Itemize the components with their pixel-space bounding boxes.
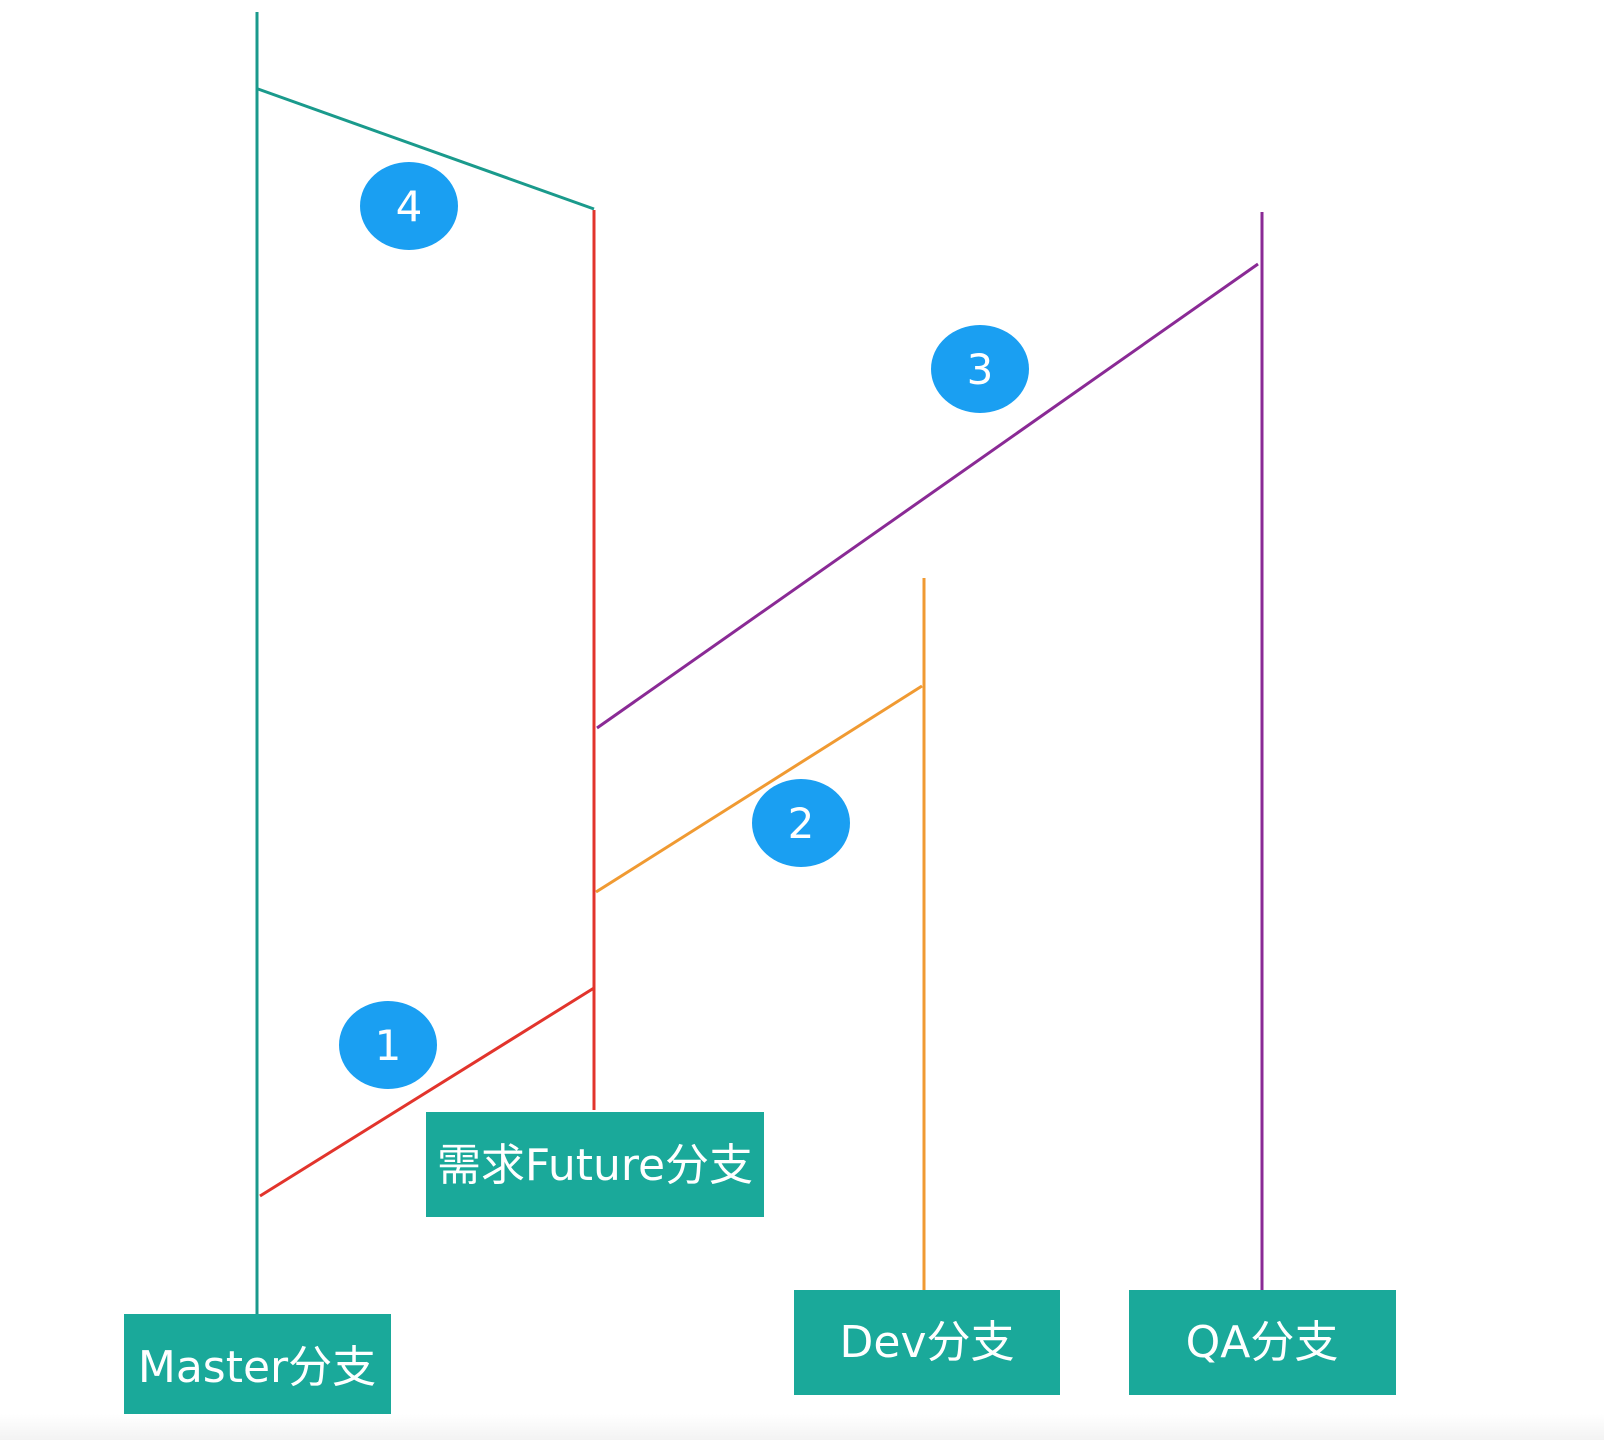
dev-branch-label: Dev分支 bbox=[794, 1290, 1060, 1395]
step-1-connector-master-to-future bbox=[259, 986, 595, 1198]
step-2-connector-future-to-dev bbox=[595, 684, 923, 894]
qa-branch-label: QA分支 bbox=[1129, 1290, 1396, 1395]
step-2-badge: 2 bbox=[752, 779, 850, 867]
bottom-edge-shadow bbox=[0, 1414, 1604, 1440]
step-1-number: 1 bbox=[375, 1021, 402, 1070]
step-3-connector-future-to-qa bbox=[596, 262, 1259, 730]
qa-branch-label-text: QA分支 bbox=[1186, 1317, 1339, 1368]
step-3-badge: 3 bbox=[931, 325, 1029, 413]
master-branch-label: Master分支 bbox=[124, 1314, 391, 1419]
step-4-number: 4 bbox=[396, 182, 423, 231]
step-2-number: 2 bbox=[788, 799, 815, 848]
step-4-connector-future-to-master bbox=[257, 87, 595, 211]
step-1-badge: 1 bbox=[339, 1001, 437, 1089]
dev-branch-label-text: Dev分支 bbox=[840, 1317, 1015, 1368]
future-branch-label-text: 需求Future分支 bbox=[437, 1140, 753, 1191]
future-branch-label: 需求Future分支 bbox=[426, 1112, 764, 1217]
master-branch-label-text: Master分支 bbox=[138, 1342, 376, 1393]
step-4-badge: 4 bbox=[360, 162, 458, 250]
step-3-number: 3 bbox=[967, 345, 994, 394]
